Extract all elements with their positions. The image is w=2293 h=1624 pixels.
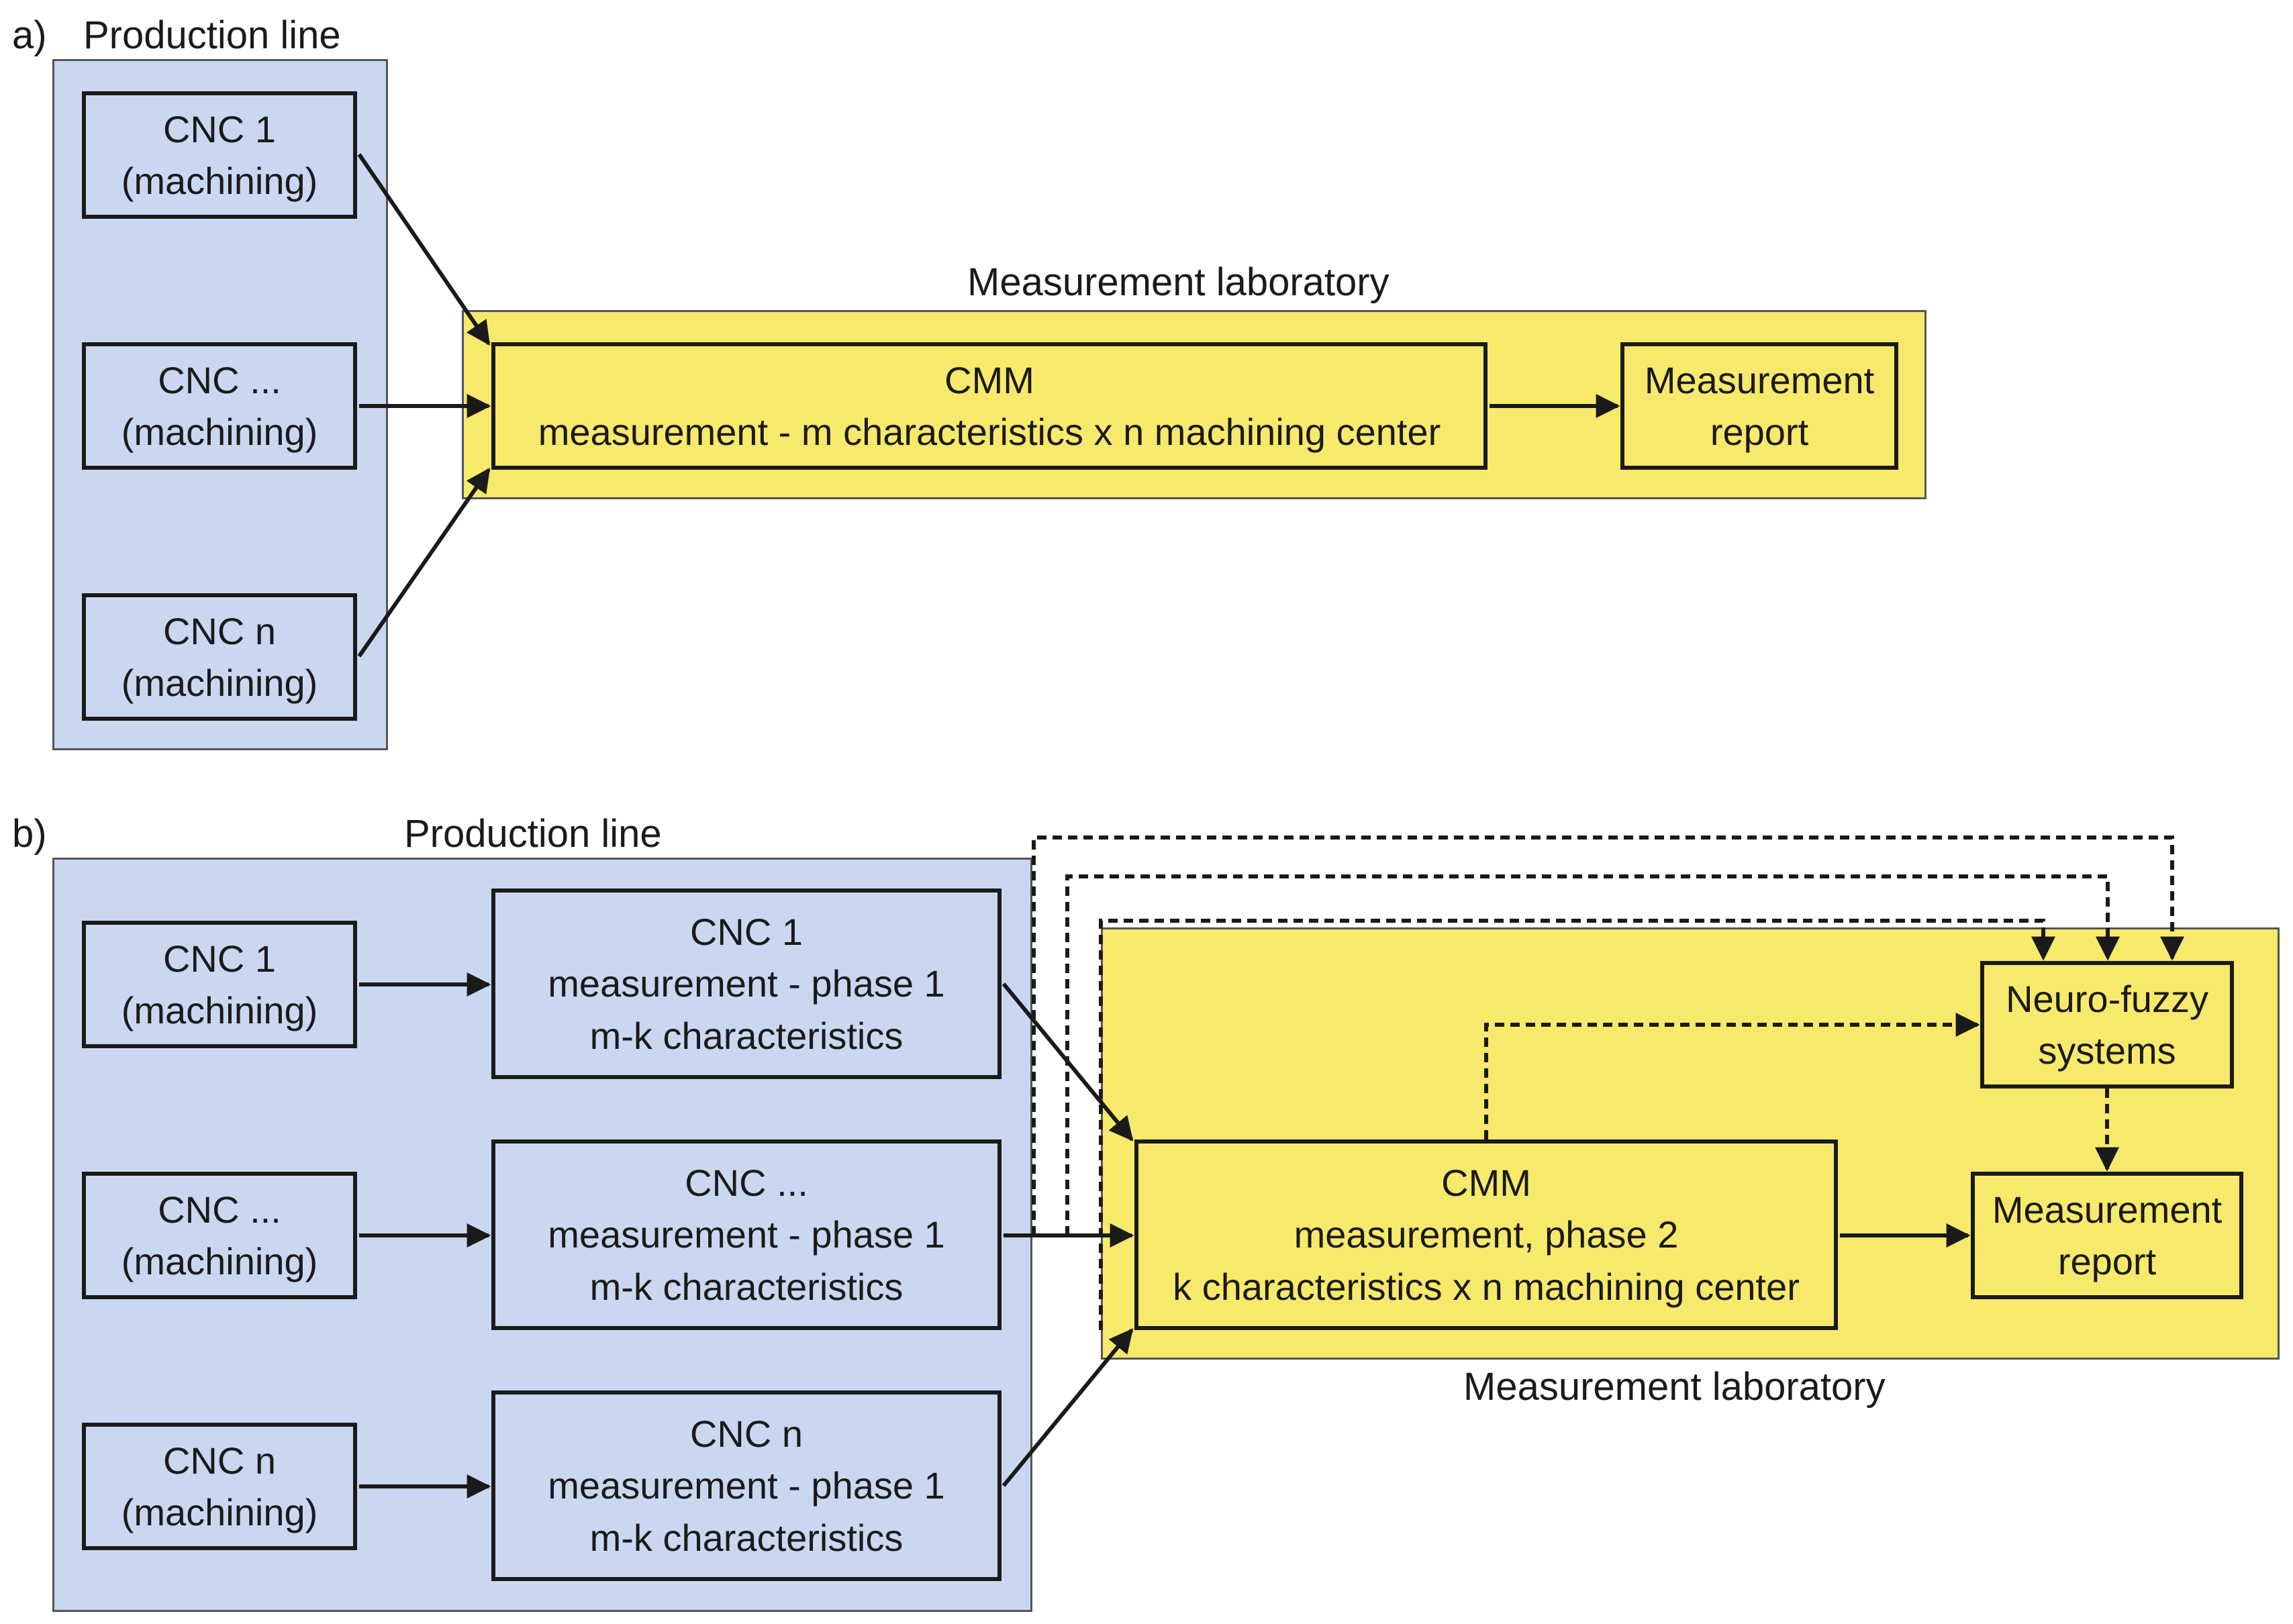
panel-b-phase1-box-3: CNC n measurement - phase 1 m-k characte… [491, 1390, 1002, 1581]
panel-a-cnc-box-3: CNC n (machining) [82, 593, 357, 721]
panel-b-cnc-box-3-line1: CNC n [162, 1439, 277, 1482]
arrow-a-cnc1-to-cmm [357, 153, 491, 346]
panel-b-production-line-label: Production line [404, 812, 662, 856]
panel-b-tag: b) [12, 812, 47, 856]
panel-b-phase1-box-2-line3: m-k characteristics [589, 1265, 904, 1308]
dashed-link-phase1-2-to-neuro-fuzzy [1065, 874, 2120, 1235]
panel-a-cnc-box-3-line1: CNC n [162, 609, 277, 652]
panel-b-cmm-box: CMM measurement, phase 2 k characteristi… [1134, 1139, 1838, 1330]
arrow-b-phase1-3-to-cmm [1002, 1328, 1134, 1487]
panel-b-neuro-fuzzy-box: Neuro-fuzzy systems [1980, 961, 2234, 1088]
panel-a-cmm-box: CMM measurement - m characteristics x n … [491, 342, 1487, 470]
panel-b-cmm-line1: CMM [1441, 1162, 1531, 1205]
panel-b-report-box: Measurement report [1971, 1172, 2243, 1299]
panel-b-cnc-box-3-line2: (machining) [121, 1491, 318, 1533]
panel-a-tag: a) [12, 13, 47, 57]
panel-b-neuro-fuzzy-line2: systems [2038, 1029, 2176, 1072]
panel-b-phase1-box-3-line2: measurement - phase 1 [548, 1464, 945, 1507]
panel-b-cnc-box-2-line1: CNC ... [158, 1188, 281, 1231]
panel-a-report-line2: report [1710, 411, 1809, 453]
panel-a-report-box: Measurement report [1620, 342, 1898, 470]
panel-a-cnc-box-1-line1: CNC 1 [162, 107, 277, 150]
panel-b-cnc-box-2: CNC ... (machining) [82, 1172, 357, 1299]
panel-a-report-line1: Measurement [1644, 358, 1875, 401]
panel-a-cnc-box-1-line2: (machining) [121, 160, 318, 202]
panel-b-report-line2: report [2057, 1240, 2157, 1282]
panel-b-lab-label: Measurement laboratory [1463, 1365, 1886, 1409]
panel-a-cnc-box-2-line2: (machining) [121, 411, 318, 453]
panel-a-lab-label: Measurement laboratory [967, 260, 1389, 304]
panel-a-cnc-box-3-line2: (machining) [121, 662, 318, 704]
panel-b-cnc-box-2-line2: (machining) [121, 1240, 318, 1282]
panel-b-cnc-box-1: CNC 1 (machining) [82, 921, 357, 1048]
panel-b-cnc-box-1-line2: (machining) [121, 989, 318, 1031]
panel-a-cmm-line1: CMM [944, 358, 1034, 401]
panel-a-cmm-line2: measurement - m characteristics x n mach… [538, 411, 1441, 453]
panel-b-phase1-box-1-line2: measurement - phase 1 [548, 962, 945, 1005]
panel-b-cmm-line2: measurement, phase 2 [1294, 1213, 1679, 1256]
panel-b-report-line1: Measurement [1992, 1188, 2223, 1231]
panel-b-phase1-box-1-line3: m-k characteristics [589, 1014, 904, 1057]
panel-b-cmm-line3: k characteristics x n machining center [1173, 1265, 1800, 1308]
panel-b-phase1-box-1: CNC 1 measurement - phase 1 m-k characte… [491, 889, 1002, 1079]
panel-a-cnc-box-2-line1: CNC ... [158, 358, 281, 401]
panel-a-cnc-box-1: CNC 1 (machining) [82, 91, 357, 219]
panel-b-phase1-box-3-line1: CNC n [689, 1413, 803, 1456]
panel-b-phase1-box-2-line2: measurement - phase 1 [548, 1213, 945, 1256]
panel-b-phase1-box-2-line1: CNC ... [685, 1162, 808, 1205]
panel-b-cnc-box-3: CNC n (machining) [82, 1423, 357, 1550]
panel-a-cnc-box-2: CNC ... (machining) [82, 342, 357, 470]
panel-b-neuro-fuzzy-line1: Neuro-fuzzy [2006, 977, 2208, 1020]
dashed-link-phase1-3-to-neuro-fuzzy [1099, 919, 2055, 1330]
dashed-link-cmm-to-neuro-fuzzy [1484, 1013, 1980, 1139]
panel-a-production-line-label: Production line [83, 13, 341, 57]
panel-b-phase1-box-3-line3: m-k characteristics [589, 1516, 904, 1559]
panel-b-cnc-box-1-line1: CNC 1 [162, 937, 277, 980]
panel-b-phase1-box-1-line1: CNC 1 [689, 911, 803, 954]
arrow-a-cncn-to-cmm [357, 468, 491, 658]
panel-b-phase1-box-2: CNC ... measurement - phase 1 m-k charac… [491, 1139, 1002, 1330]
dashed-link-phase1-1-to-neuro-fuzzy [1032, 835, 2184, 1235]
